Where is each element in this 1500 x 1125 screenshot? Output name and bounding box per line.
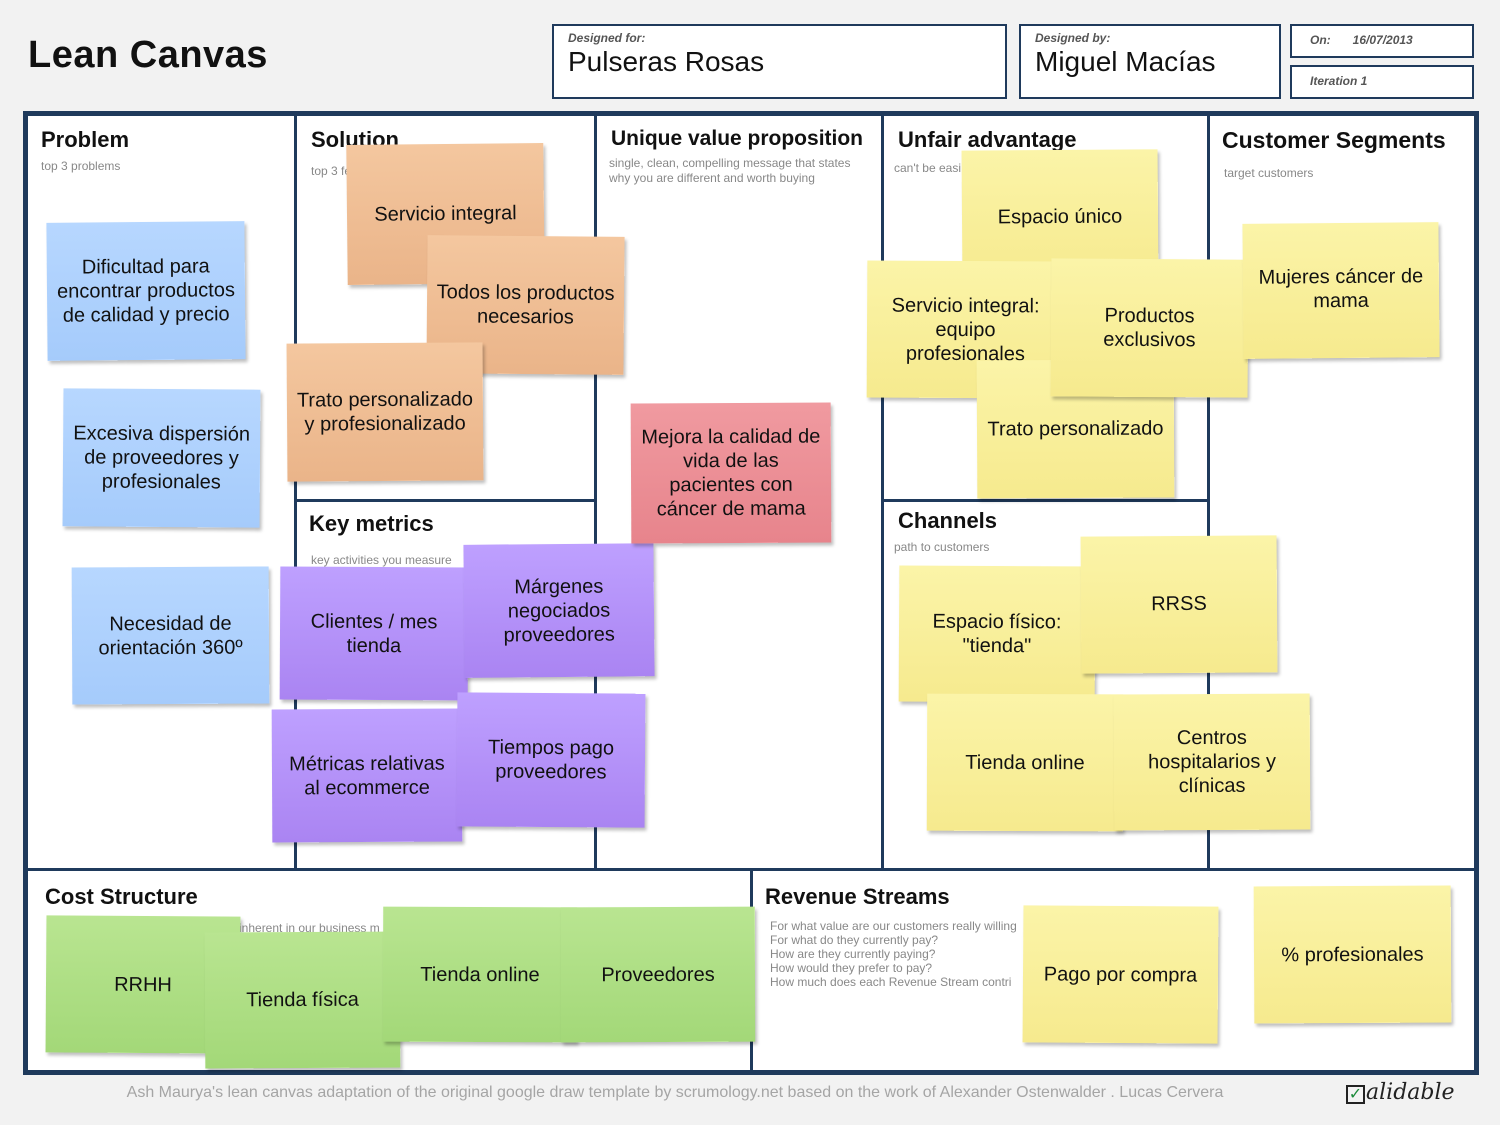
divider-3 — [881, 116, 884, 868]
revenue-subtitle-line5: How much does each Revenue Stream contri — [770, 975, 1012, 989]
divider-1 — [294, 116, 297, 868]
uvp-title: Unique value proposition — [611, 127, 864, 150]
divider-unfair-channels — [881, 499, 1210, 502]
problem-note[interactable]: Necesidad de orientación 360º — [71, 566, 270, 705]
designed-for-label: Designed for: — [568, 31, 646, 45]
cost-note[interactable]: Tienda física — [204, 931, 401, 1069]
revenue-subtitle-line3: How are they currently paying? — [770, 947, 936, 961]
brand-name: alidable — [1366, 1080, 1455, 1105]
revenue-title: Revenue Streams — [765, 884, 950, 909]
channel-note[interactable]: RRSS — [1080, 535, 1278, 674]
metric-note[interactable]: Tiempos pago proveedores — [456, 692, 646, 828]
iteration-value[interactable]: Iteration 1 — [1310, 74, 1368, 88]
metrics-subtitle: key activities you measure — [311, 553, 452, 567]
revenue-subtitle-line2: For what do they currently pay? — [770, 933, 939, 947]
footer-credit: Ash Maurya's lean canvas adaptation of t… — [126, 1084, 1224, 1101]
channels-subtitle: path to customers — [894, 540, 990, 554]
uvp-subtitle-line1: single, clean, compelling message that s… — [609, 156, 851, 170]
channel-note[interactable]: Tienda online — [926, 693, 1124, 832]
segments-title: Customer Segments — [1222, 127, 1446, 153]
brand-logo: ✓alidable — [1346, 1080, 1455, 1105]
unfair-title: Unfair advantage — [898, 127, 1077, 152]
channel-note[interactable]: Centros hospitalarios y clínicas — [1113, 693, 1311, 831]
unfair-subtitle: can't be easi — [894, 161, 962, 175]
unfair-note[interactable]: Productos exclusivos — [1050, 258, 1249, 398]
designed-for-value[interactable]: Pulseras Rosas — [568, 46, 765, 77]
divider-2 — [594, 116, 597, 868]
revenue-subtitle-line4: How would they prefer to pay? — [770, 961, 933, 975]
date-box[interactable]: On: 16/07/2013 — [1290, 24, 1474, 58]
channel-note[interactable]: Espacio físico: "tienda" — [898, 565, 1096, 703]
solution-subtitle: top 3 fe — [311, 164, 352, 178]
revenue-subtitle-line1: For what value are our customers really … — [770, 919, 1017, 933]
metric-note[interactable]: Clientes / mes tienda — [279, 566, 469, 701]
cost-note[interactable]: Tienda online — [382, 906, 578, 1043]
solution-note[interactable]: Trato personalizado y profesionalizado — [286, 342, 484, 482]
revenue-note[interactable]: Pago por compra — [1022, 905, 1219, 1044]
cost-note[interactable]: Proveedores — [560, 906, 756, 1043]
designed-by-label: Designed by: — [1035, 31, 1111, 45]
metrics-title: Key metrics — [309, 511, 434, 536]
designed-by-box[interactable]: Designed by: Miguel Macías — [1019, 24, 1281, 99]
date-value[interactable]: 16/07/2013 — [1352, 33, 1413, 47]
problem-subtitle: top 3 problems — [41, 159, 121, 173]
divider-solution-metrics — [294, 499, 597, 502]
divider-4 — [1207, 116, 1210, 868]
problem-title: Problem — [41, 127, 130, 152]
iteration-box[interactable]: Iteration 1 — [1290, 65, 1474, 99]
uvp-note[interactable]: Mejora la calidad de vida de las pacient… — [630, 402, 832, 544]
metric-note[interactable]: Métricas relativas al ecommerce — [271, 708, 463, 843]
uvp-subtitle-line2: why you are different and worth buying — [609, 171, 815, 185]
page-title: Lean Canvas — [28, 34, 268, 76]
designed-for-box[interactable]: Designed for: Pulseras Rosas — [552, 24, 1007, 99]
divider-bottom — [28, 868, 1474, 871]
date-label: On: — [1310, 33, 1331, 47]
designed-by-value[interactable]: Miguel Macías — [1035, 46, 1216, 77]
metric-note[interactable]: Márgenes negociados proveedores — [463, 543, 655, 678]
problem-note[interactable]: Excesiva dispersión de proveedores y pro… — [62, 388, 261, 528]
checkbox-icon: ✓ — [1346, 1085, 1365, 1104]
cost-title: Cost Structure — [45, 884, 198, 909]
segments-subtitle: target customers — [1224, 166, 1314, 180]
problem-note[interactable]: Dificultad para encontrar productos de c… — [46, 221, 246, 361]
revenue-note[interactable]: % profesionales — [1253, 885, 1452, 1024]
segment-note[interactable]: Mujeres cáncer de mama — [1242, 222, 1440, 359]
channels-title: Channels — [898, 508, 998, 533]
